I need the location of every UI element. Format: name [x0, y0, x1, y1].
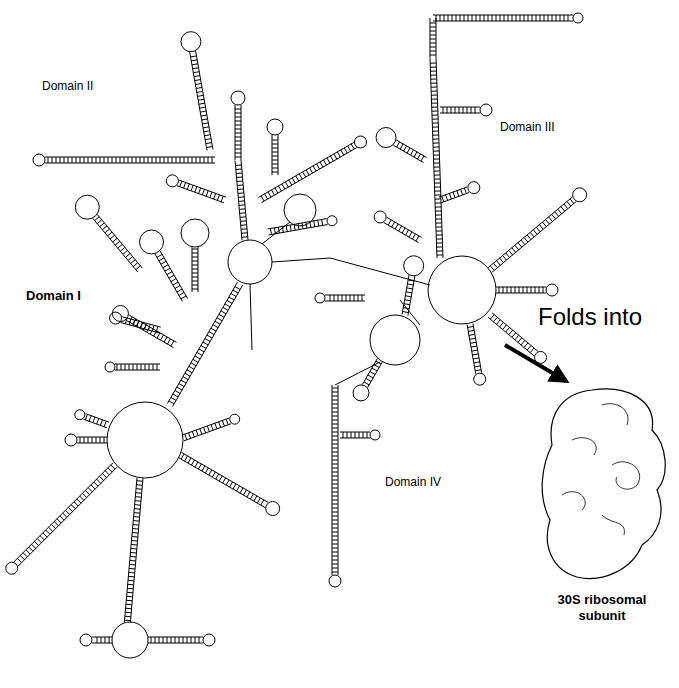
helix-stem — [45, 157, 215, 163]
helix-stem — [332, 385, 338, 575]
helix-stem — [272, 135, 278, 175]
helix-stem — [177, 180, 226, 203]
helix-stem — [167, 282, 242, 406]
junction-loop — [107, 402, 183, 478]
hairpin-loop — [65, 434, 77, 446]
hairpin-loop — [112, 306, 128, 322]
helix-stem — [488, 197, 576, 272]
backbone-strand — [250, 284, 252, 350]
hairpin-loop — [374, 211, 386, 223]
hairpin-loop — [75, 195, 99, 219]
hairpin-loop — [353, 385, 369, 401]
helix-stem — [433, 15, 573, 21]
hairpin-loop — [140, 230, 164, 254]
hairpin-loop — [33, 154, 45, 166]
rna-helices — [6, 13, 587, 658]
domain-label: Domain II — [40, 80, 95, 94]
hairpin-loop — [573, 13, 583, 23]
junction-loop — [370, 315, 420, 365]
helix-stem — [440, 107, 480, 113]
junction-loop — [284, 194, 316, 226]
subunit-outline — [532, 385, 672, 590]
hairpin-loop — [110, 312, 122, 324]
helix-stem — [362, 359, 382, 388]
helix-stem — [402, 275, 415, 315]
junction-loop — [428, 256, 496, 324]
junction-loop — [228, 240, 272, 284]
domain-label: Domain I — [24, 289, 83, 304]
helix-stem — [430, 58, 443, 258]
helix-stem — [83, 414, 109, 428]
helix-stem — [179, 452, 269, 507]
helix-stem — [115, 364, 160, 370]
helix-stem — [121, 317, 161, 333]
helix-stem — [155, 251, 188, 302]
hairpin-loop — [203, 634, 215, 646]
hairpin-loop — [404, 256, 424, 276]
hairpin-loop — [480, 104, 492, 116]
helix-stem — [384, 217, 422, 242]
backbone-strand — [335, 362, 380, 385]
helix-stem — [235, 105, 241, 160]
arrow-caption: Folds into — [536, 303, 644, 331]
hairpin-loop — [474, 373, 486, 385]
helix-stem — [235, 160, 248, 240]
helix-stem — [124, 478, 143, 623]
helix-stem — [77, 437, 107, 443]
helix-stem — [496, 287, 546, 293]
hairpin-loop — [231, 91, 245, 105]
hairpin-loop — [573, 188, 587, 202]
helix-stem — [430, 18, 436, 58]
helix-stem — [190, 51, 213, 151]
backbone-strand — [262, 222, 290, 244]
helix-stem — [393, 140, 426, 163]
helix-stem — [14, 463, 117, 566]
hairpin-loop — [181, 32, 201, 52]
hairpin-loop — [354, 136, 366, 148]
helix-stem — [182, 418, 231, 441]
helix-stem — [467, 323, 482, 373]
hairpin-loop — [181, 219, 209, 247]
subunit-detail — [562, 404, 640, 535]
domain-label: Domain IV — [383, 476, 443, 490]
junction-loop — [112, 622, 148, 658]
hairpin-loop — [546, 284, 558, 296]
hairpin-loop — [75, 410, 85, 420]
hairpin-loop — [327, 216, 337, 226]
backbone-strand — [272, 258, 430, 285]
hairpin-loop — [329, 575, 341, 587]
hairpin-loop — [166, 175, 178, 187]
hairpin-loop — [230, 414, 240, 424]
domain-label: Domain III — [498, 121, 557, 135]
backbone-strand — [400, 300, 420, 325]
helix-stem — [148, 637, 203, 643]
hairpin-loop — [105, 362, 115, 372]
hairpin-loop — [6, 562, 18, 574]
helix-stem — [93, 214, 143, 271]
helix-stem — [192, 247, 198, 292]
subunit-shape: 30S ribosomal subunit — [532, 385, 672, 627]
fold-arrow — [505, 345, 566, 381]
hairpin-loop — [468, 182, 480, 194]
hairpin-loop — [370, 430, 380, 440]
hairpin-loop — [80, 634, 92, 646]
hairpin-loop — [267, 119, 283, 135]
hairpin-loop — [376, 128, 396, 148]
helix-stem — [439, 187, 469, 203]
hairpin-loop — [266, 502, 280, 516]
subunit-title: 30S ribosomal subunit — [547, 592, 657, 623]
helix-stem — [325, 295, 365, 301]
helix-stem — [92, 637, 112, 643]
helix-stem — [340, 432, 370, 438]
hairpin-loop — [315, 293, 325, 303]
